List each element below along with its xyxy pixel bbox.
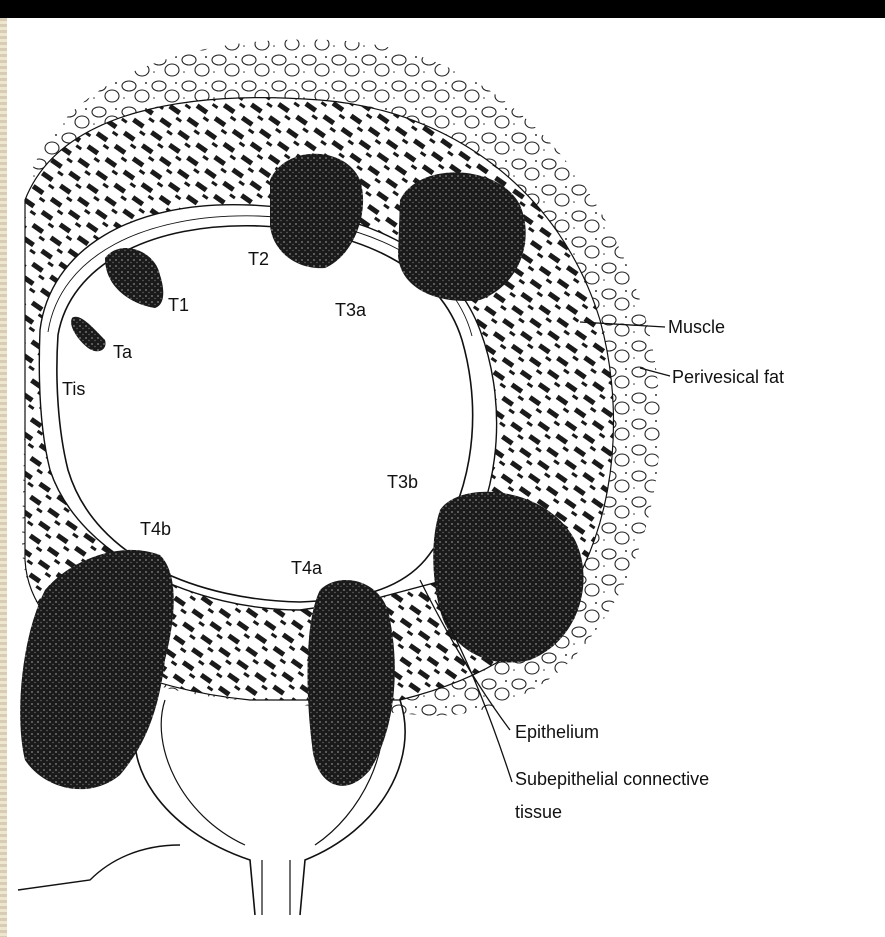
label-ta: Ta [113,342,133,362]
label-t1: T1 [168,295,189,315]
label-muscle: Muscle [668,317,725,337]
label-t4b: T4b [140,519,171,539]
lower-contour-line [18,845,180,890]
label-perivesical-fat: Perivesical fat [672,367,784,387]
tumor-t4a [307,580,394,786]
label-subepithelial-line1: Subepithelial connective [515,769,709,789]
label-t4a: T4a [291,558,323,578]
label-subepithelial-line2: tissue [515,802,562,822]
label-t2: T2 [248,249,269,269]
tumor-t3a [398,172,526,301]
bladder-neck-left [135,715,255,915]
label-t3b: T3b [387,472,418,492]
label-tis: Tis [62,379,85,399]
label-t3a: T3a [335,300,367,320]
label-epithelium: Epithelium [515,722,599,742]
